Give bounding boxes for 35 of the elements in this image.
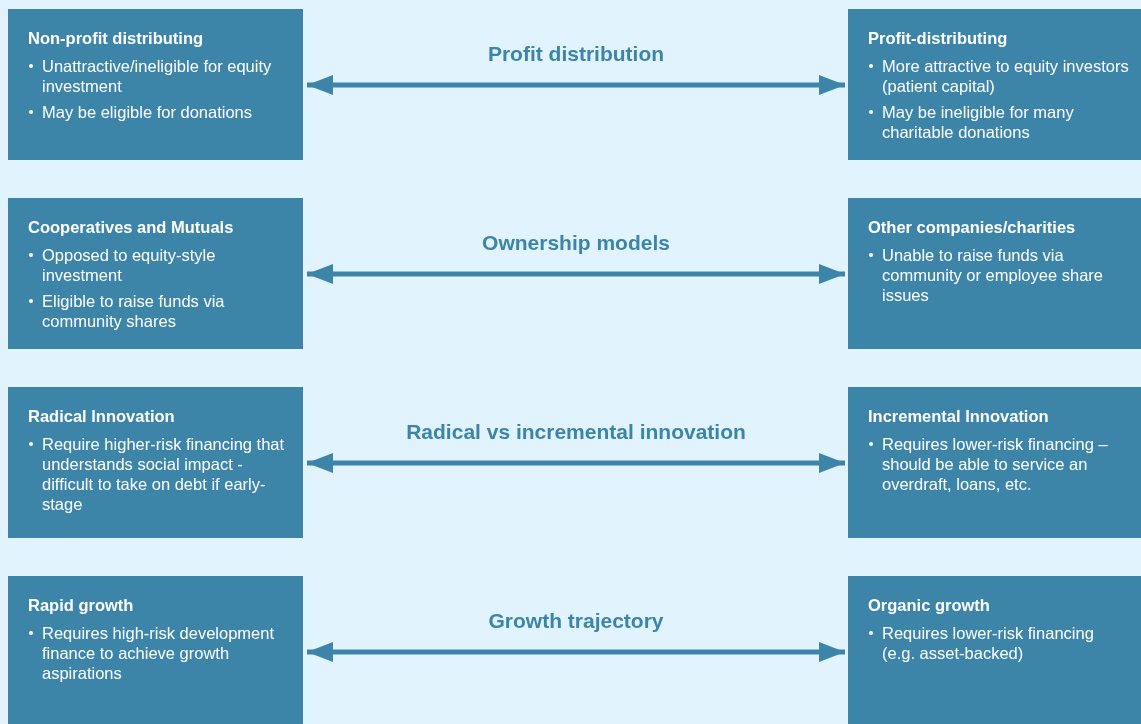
info-box [8,387,303,538]
bullet-item: Requires lower-risk financing – should be able to service an overdraft, loans, etc. [868,434,1131,494]
info-box [848,9,1141,160]
double-arrow [307,264,845,284]
bullet-item: Unattractive/ineligible for equity investment [28,56,293,96]
box-heading: Rapid growth [28,596,135,615]
box-heading: Organic growth [868,596,991,615]
edge-label: Radical vs incremental innovation [406,420,746,444]
box-heading: Cooperatives and Mutuals [28,218,235,237]
box-heading: Radical Innovation [28,407,176,426]
box-heading: Other companies/charities [868,218,1077,237]
bullet-item: Require higher-risk financing that understands social impact - difficult to take on debt if early-stage [28,434,293,514]
info-box [848,576,1141,724]
double-arrow [307,642,845,662]
box-heading: Profit-distributing [868,29,1009,48]
bullet-item: Requires lower-risk financing (e.g. asset-backed) [868,623,1131,663]
bullet-item: May be eligible for donations [28,102,293,122]
bullet-item: More attractive to equity investors (patient capital) [868,56,1131,96]
bullet-item: May be ineligible for many charitable donations [868,102,1131,142]
info-box [8,9,303,160]
bullet-item: Unable to raise funds via community or employee share issues [868,245,1131,305]
bullet-item: Opposed to equity-style investment [28,245,293,285]
info-box [848,387,1141,538]
info-box [8,576,303,724]
bullet-item: Requires high-risk development finance to achieve growth aspirations [28,623,293,683]
info-box [848,198,1141,349]
box-heading: Non-profit distributing [28,29,205,48]
box-heading: Incremental Innovation [868,407,1050,426]
double-arrow [307,453,845,473]
edge-label: Ownership models [482,231,670,255]
double-arrow [307,75,845,95]
bullet-item: Eligible to raise funds via community shares [28,291,293,331]
edge-label: Profit distribution [487,42,665,66]
edge-label: Growth trajectory [488,609,664,633]
info-box [8,198,303,349]
